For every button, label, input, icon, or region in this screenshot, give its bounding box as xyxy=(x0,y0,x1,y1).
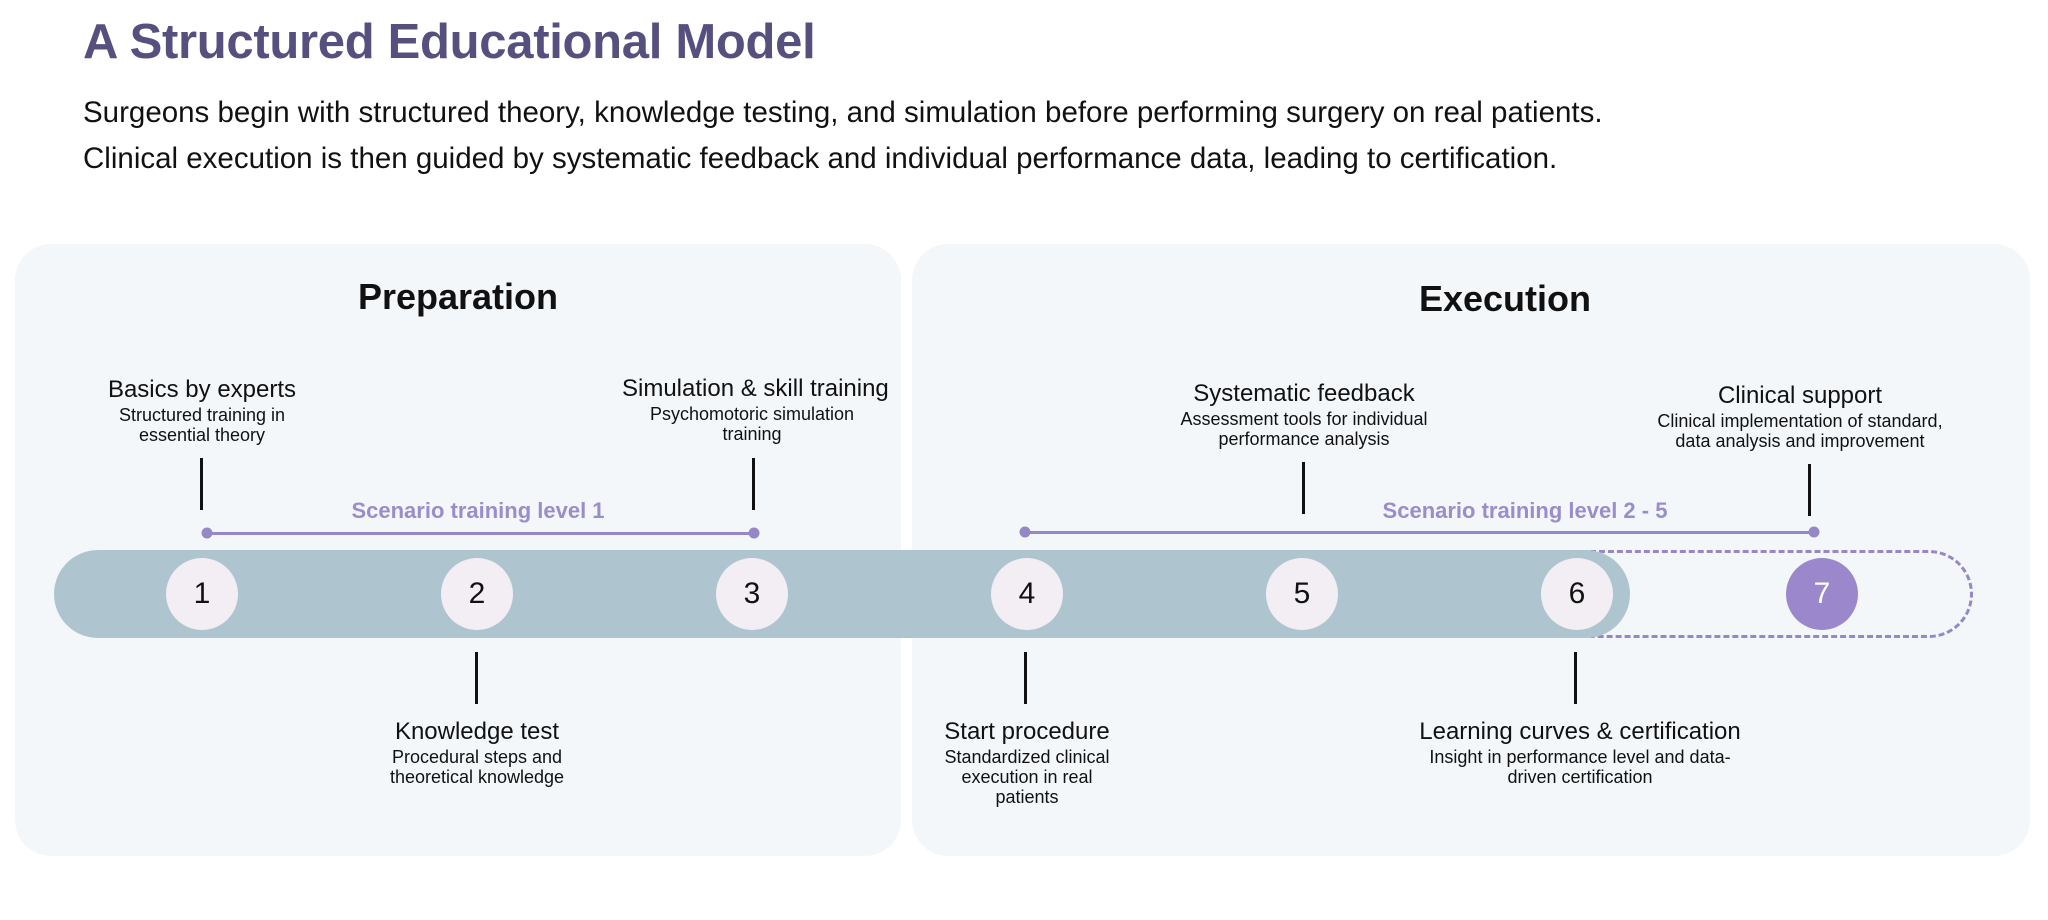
step-6-circle: 6 xyxy=(1541,558,1613,630)
phase-title-preparation: Preparation xyxy=(357,276,559,317)
step-1-title: Basics by experts xyxy=(107,376,297,403)
intro-line-2: Clinical execution is then guided by sys… xyxy=(83,142,1558,175)
step-4-label: Start procedure Standardized clinical ex… xyxy=(935,718,1120,807)
step-1-circle: 1 xyxy=(166,558,238,630)
step-6-description: Insight in performance level and data-dr… xyxy=(1429,747,1731,787)
step-5-label: Systematic feedback Assessment tools for… xyxy=(1154,380,1454,449)
connector-step-1 xyxy=(200,458,203,510)
step-6-label: Learning curves & certification Insight … xyxy=(1410,718,1750,787)
step-1-label: Basics by experts Structured training in… xyxy=(82,376,322,445)
scenario-level-2-5-line xyxy=(1025,531,1814,534)
step-3-title: Simulation & skill training xyxy=(622,375,889,402)
connector-step-2 xyxy=(475,652,478,704)
step-5-description: Assessment tools for individual performa… xyxy=(1180,409,1428,449)
connector-step-3 xyxy=(752,458,755,510)
step-7-label: Clinical support Clinical implementation… xyxy=(1640,382,1960,451)
level-2-start-dot xyxy=(1019,526,1031,538)
step-2-label: Knowledge test Procedural steps and theo… xyxy=(357,718,597,787)
step-4-circle: 4 xyxy=(991,558,1063,630)
connector-step-5 xyxy=(1302,462,1305,514)
step-3-label: Simulation & skill training Psychomotori… xyxy=(622,375,889,444)
timeline-rail xyxy=(54,550,1630,638)
step-4-description: Standardized clinical execution in real … xyxy=(944,747,1110,807)
level-1-end-dot xyxy=(748,527,760,539)
step-2-title: Knowledge test xyxy=(394,718,560,745)
step-5-title: Systematic feedback xyxy=(1193,380,1415,407)
step-2-circle: 2 xyxy=(441,558,513,630)
connector-step-7 xyxy=(1808,464,1811,516)
step-1-description: Structured training in essential theory xyxy=(118,405,286,445)
scenario-level-1-label: Scenario training level 1 xyxy=(351,498,605,523)
step-7-title: Clinical support xyxy=(1717,382,1883,409)
step-2-description: Procedural steps and theoretical knowled… xyxy=(389,747,565,787)
step-7-description: Clinical implementation of standard, dat… xyxy=(1657,411,1943,451)
level-1-start-dot xyxy=(201,527,213,539)
connector-step-4 xyxy=(1024,652,1027,704)
scenario-level-1-line xyxy=(207,532,754,535)
page-title: A Structured Educational Model xyxy=(83,15,816,69)
step-3-circle: 3 xyxy=(716,558,788,630)
intro-line-1: Surgeons begin with structured theory, k… xyxy=(83,96,1603,129)
connector-step-6 xyxy=(1574,652,1577,704)
level-2-end-dot xyxy=(1808,526,1820,538)
step-5-circle: 5 xyxy=(1266,558,1338,630)
step-3-description: Psychomotoric simulation training xyxy=(649,404,855,444)
scenario-level-2-5-label: Scenario training level 2 - 5 xyxy=(1382,498,1668,523)
step-4-title: Start procedure xyxy=(944,718,1110,745)
future-rail-extension xyxy=(1590,550,1973,638)
step-7-circle: 7 xyxy=(1786,558,1858,630)
phase-title-execution: Execution xyxy=(1418,278,1592,319)
step-6-title: Learning curves & certification xyxy=(1419,718,1741,745)
